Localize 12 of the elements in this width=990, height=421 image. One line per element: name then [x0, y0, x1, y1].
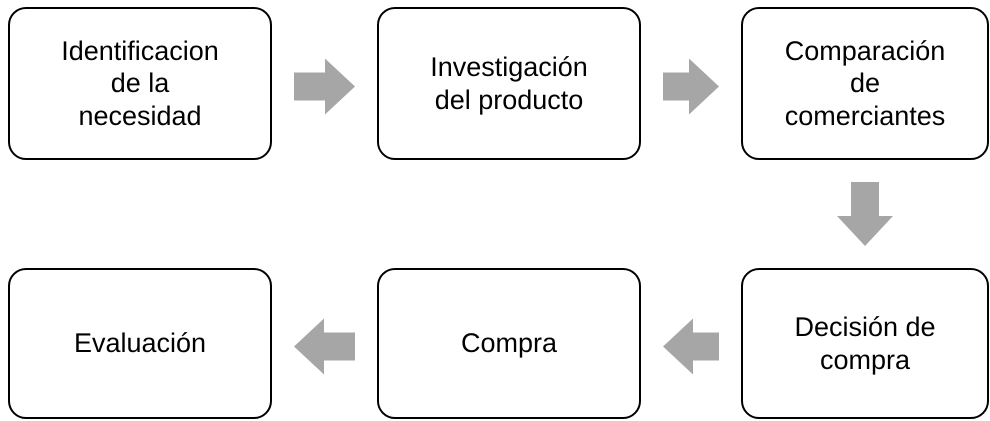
step-label: Identificacion de la necesidad [60, 34, 220, 132]
process-box [377, 7, 641, 160]
step-label: Decisión de compra [793, 311, 937, 376]
step-label: Investigación del producto [429, 51, 589, 116]
process-box [8, 268, 272, 419]
step-label: Evaluación [74, 327, 206, 360]
process-box [741, 7, 989, 160]
step-label: Compra [460, 327, 558, 360]
process-box [377, 268, 641, 419]
process-box [8, 7, 272, 160]
process-box [741, 268, 989, 419]
step-label: Comparación de comerciantes [784, 34, 946, 132]
